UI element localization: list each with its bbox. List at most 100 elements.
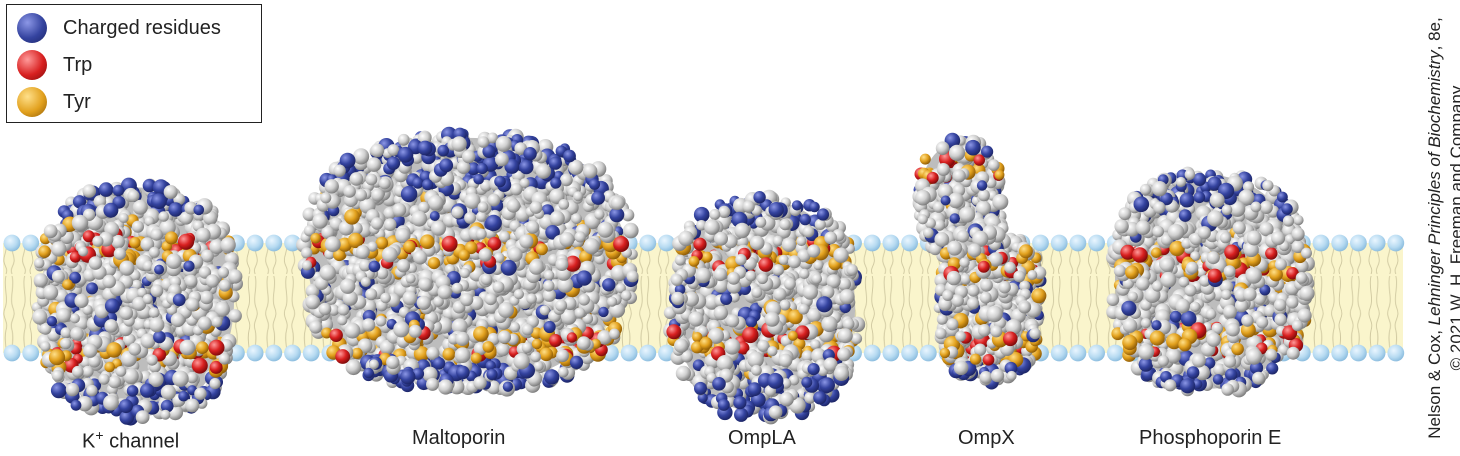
lipid-headgroup [3, 344, 21, 362]
atom-neutral [387, 144, 400, 156]
atom-neutral [460, 293, 474, 307]
atom-charged [694, 381, 707, 395]
atom-charged [485, 360, 496, 371]
atom-neutral [813, 260, 824, 271]
atom-trp [693, 237, 707, 251]
atom-neutral [542, 288, 557, 302]
atom-trp [208, 339, 225, 356]
atom-charged [69, 271, 81, 284]
atom-neutral [557, 276, 574, 293]
atom-charged [154, 264, 165, 275]
lipid-headgroup [246, 344, 264, 362]
atom-neutral [88, 355, 101, 368]
atom-tyr [420, 234, 435, 249]
atom-neutral [838, 277, 851, 291]
atom-tyr [106, 342, 122, 358]
atom-tyr [787, 330, 798, 341]
atom-neutral [573, 191, 584, 202]
atom-neutral [82, 365, 94, 378]
atom-neutral [726, 314, 740, 328]
lipid-headgroup [284, 344, 301, 362]
atom-neutral [837, 347, 851, 362]
atom-neutral [71, 214, 89, 232]
atom-neutral [992, 193, 1009, 210]
atom-neutral [123, 368, 139, 385]
atom-neutral [623, 222, 639, 239]
atom-charged [50, 382, 67, 399]
atom-neutral [40, 341, 51, 352]
atom-neutral [380, 292, 391, 304]
atom-neutral [111, 234, 125, 249]
lipid-headgroup [1106, 344, 1124, 362]
atom-neutral [370, 143, 385, 158]
atom-tyr [482, 341, 495, 353]
atom-charged [981, 145, 994, 158]
atom-neutral [560, 173, 573, 187]
atom-neutral [150, 228, 163, 241]
atom-trp [982, 354, 995, 366]
atom-neutral [1006, 370, 1017, 381]
atom-neutral [773, 287, 787, 301]
atom-neutral [318, 302, 332, 316]
atom-charged [563, 149, 576, 163]
atom-charged [386, 156, 401, 170]
atom-neutral [953, 360, 969, 376]
atom-neutral [806, 307, 822, 323]
atom-charged [768, 202, 784, 218]
atom-charged [591, 191, 605, 205]
atom-charged [178, 390, 189, 402]
atom-neutral [507, 247, 523, 262]
atom-tyr [442, 347, 456, 361]
atom-tyr [344, 209, 360, 225]
atom-neutral [337, 304, 350, 316]
atom-neutral [751, 287, 763, 298]
atom-neutral [194, 387, 207, 400]
atom-neutral [568, 159, 584, 175]
lipid-headgroup [265, 234, 283, 252]
atom-neutral [43, 224, 58, 239]
atom-trp [69, 251, 81, 263]
lipid-headgroup [620, 344, 638, 362]
atom-neutral [128, 342, 142, 356]
atom-neutral [149, 317, 165, 333]
atom-neutral [437, 285, 452, 300]
atom-charged [734, 407, 749, 422]
atom-neutral [917, 214, 928, 225]
atom-neutral [757, 273, 768, 285]
atom-trp [742, 326, 759, 344]
atom-neutral [459, 267, 470, 279]
atom-neutral [144, 216, 155, 227]
lipid-headgroup [882, 234, 900, 252]
atom-neutral [833, 365, 850, 381]
atom-tyr [473, 326, 489, 342]
atom-neutral [990, 368, 1005, 383]
atom-neutral [185, 297, 200, 312]
atom-neutral [305, 294, 321, 310]
atom-neutral [413, 250, 428, 265]
atom-neutral [955, 330, 966, 342]
atom-charged [467, 162, 480, 176]
atom-trp [82, 230, 95, 243]
atom-neutral [757, 339, 770, 352]
atom-neutral [493, 252, 505, 264]
atom-neutral [745, 270, 757, 282]
atom-neutral [556, 349, 569, 363]
atom-neutral [65, 382, 80, 397]
atom-charged [98, 182, 114, 197]
atom-neutral [312, 213, 328, 229]
proteins [31, 126, 1315, 426]
atom-neutral [947, 240, 963, 256]
lipid-headgroup [1350, 344, 1367, 362]
atom-charged [541, 204, 554, 218]
atom-neutral [680, 350, 694, 363]
atom-neutral [1140, 318, 1151, 329]
atom-neutral [1265, 348, 1278, 361]
atom-charged [1178, 209, 1192, 222]
atom-neutral [526, 293, 537, 305]
atom-neutral [370, 217, 384, 230]
atom-neutral [594, 209, 605, 220]
atom-neutral [60, 327, 72, 339]
atom-neutral [755, 216, 767, 228]
atom-tyr [347, 232, 364, 249]
